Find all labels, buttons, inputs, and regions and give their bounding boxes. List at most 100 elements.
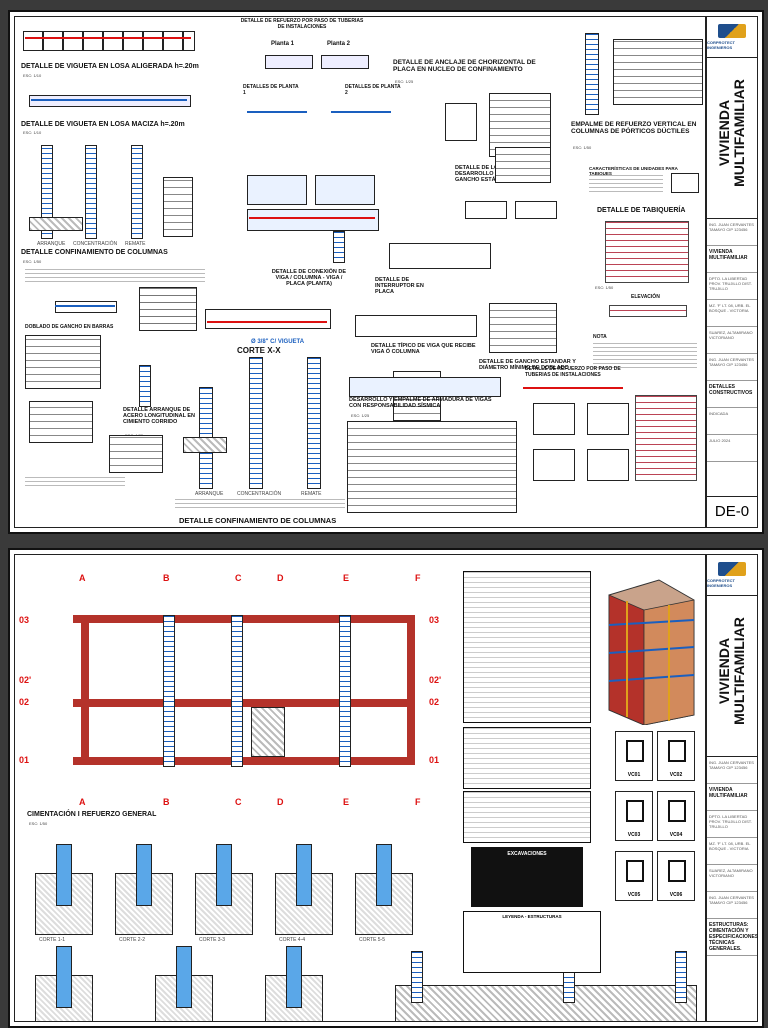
- tb-date: JULIO 2024: [707, 435, 757, 462]
- title-caracteristicas: CARACTERÍSTICAS DE UNIDADES PARA TABIQUE…: [589, 166, 678, 176]
- vc03-label: VC03: [627, 832, 641, 838]
- project-title: VIVIENDA MULTIFAMILIAR: [716, 617, 747, 725]
- wall-column-1: [411, 951, 423, 1003]
- confinamiento-notes: [175, 499, 345, 511]
- vc01-label: VC01: [627, 772, 641, 778]
- column-concentracion-2: [249, 357, 263, 489]
- arranque-column: [139, 365, 151, 407]
- sismica-beam-drawing: [349, 377, 501, 397]
- longitud-table: [495, 147, 551, 183]
- axis-label-01: 01: [19, 755, 30, 765]
- scale-label: ESC: 1/50: [29, 821, 48, 826]
- vc02-section: VC02: [657, 731, 695, 781]
- corte-label-5: CORTE 5-5: [359, 937, 386, 943]
- mesh-drawing: [139, 287, 197, 331]
- vc-stirrup: [668, 740, 686, 762]
- building-3d-svg: [608, 579, 695, 726]
- tb-project-name: VIVIENDA MULTIFAMILIAR: [709, 787, 748, 799]
- empalme-column: [585, 33, 599, 115]
- tb-engineer: ING. JUAN CERVANTES TAMAYO CIP 123456: [707, 219, 757, 246]
- tb-project-name: VIVIENDA MULTIFAMILIAR: [709, 249, 748, 261]
- foundation-beam-top: [73, 615, 413, 623]
- viga-tipico-drawing: [355, 315, 477, 337]
- scale-label: ESC: 1/25: [351, 413, 370, 418]
- brick-unit-drawing: [671, 173, 699, 193]
- footing-stem: [376, 844, 392, 906]
- column-remate-2: [307, 357, 321, 489]
- title-block: CORPROTECT INGENIEROS VIVIENDA MULTIFAMI…: [706, 16, 758, 528]
- scale-label: ESC: 1/10: [23, 73, 42, 78]
- paso-drawing-4: [587, 449, 629, 481]
- planta-2-drawing: [321, 55, 369, 69]
- rebar-line: [249, 217, 375, 219]
- desarrollo-table: [347, 421, 517, 513]
- corte-label-2: CORTE 2-2: [119, 937, 146, 943]
- axis-label-02: 02: [19, 697, 30, 707]
- corte-1-1: [35, 844, 93, 935]
- foundation-beam-bottom: [73, 757, 413, 765]
- axis-label-e-bottom: E: [343, 797, 350, 807]
- footing-stem: [56, 946, 72, 1008]
- company-name: CORPROTECT INGENIEROS: [707, 40, 735, 50]
- foundation-beam-left: [81, 615, 89, 765]
- conexion-drawing-3: [247, 209, 379, 231]
- axis-label-02p-right: 02': [429, 675, 442, 685]
- vc01-section: VC01: [615, 731, 653, 781]
- column-concentracion: [85, 145, 97, 239]
- wall-foundation-long: [395, 985, 697, 1021]
- axis-label-b: B: [163, 573, 170, 583]
- corte-6-6: [35, 946, 93, 1021]
- title-refuerzo-tuberias: DETALLE DE REFUERZO POR PASO DE TUBERIAS…: [240, 18, 364, 30]
- paso-drawing-3: [533, 449, 575, 481]
- anclaje-table: [489, 93, 551, 157]
- scale-label: ESC: 1/10: [23, 130, 42, 135]
- company-logo: CORPROTECT INGENIEROS: [707, 555, 757, 596]
- paso-drawing-1: [533, 403, 575, 435]
- rebar-line: [247, 111, 307, 113]
- gancho-drawing-1: [465, 201, 507, 219]
- specs-panel: [463, 571, 591, 723]
- corte-3-3: [195, 844, 253, 935]
- axis-label-c-bottom: C: [235, 797, 242, 807]
- caracteristicas-text: [589, 175, 663, 195]
- corte-5-5: [355, 844, 413, 935]
- scale-label: ESC: 1/50: [595, 285, 614, 290]
- title-gancho-barras: DOBLADO DE GANCHO EN BARRAS: [25, 324, 114, 330]
- planta-1-drawing: [265, 55, 313, 69]
- nota-text: [593, 343, 697, 371]
- column-remate: [131, 145, 143, 239]
- notes-text: [25, 269, 205, 285]
- tb-scale: INDICADA: [707, 408, 757, 435]
- label-nota: NOTA: [593, 334, 607, 340]
- axis-label-a-bottom: A: [79, 797, 86, 807]
- axis-label-e: E: [343, 573, 350, 583]
- rebar-line: [331, 111, 391, 113]
- excavaciones-title: EXCAVACIONES: [507, 851, 547, 857]
- drawing-area: A B C D E F A B C D E F 03 02' 02 01 03 …: [14, 554, 706, 1022]
- column-arranque: [41, 145, 53, 239]
- tb-location: DPTO. LA LIBERTAD PROV. TRUJILLO DIST. T…: [707, 273, 757, 300]
- tb-owner: SUAREZ, ALTAMIRANO VICTORIANO: [707, 865, 757, 892]
- scale-label: ESC: 1/25: [395, 79, 414, 84]
- vc-stirrup: [626, 800, 644, 822]
- leyenda-panel: LEYENDA - ESTRUCTURAS: [463, 911, 601, 973]
- tb-content-name: ESTRUCTURAS: CIMENTACIÓN Y ESPECIFICACIO…: [709, 922, 759, 952]
- title-cimentacion: CIMENTACIÓN I REFUERZO GENERAL: [27, 811, 157, 818]
- anchor-table: [29, 401, 93, 443]
- logo-mark: [718, 24, 746, 38]
- footing-stem: [176, 946, 192, 1008]
- corte-label-3: CORTE 3-3: [199, 937, 226, 943]
- title-detalles-planta-1: DETALLES DE PLANTA 1: [243, 84, 299, 96]
- rebar-line: [55, 305, 115, 307]
- vc05-section: VC05: [615, 851, 653, 901]
- interruptor-drawing: [389, 243, 491, 269]
- tb-engineer: ING. JUAN CERVANTES TAMAYO CIP 123456: [707, 757, 757, 784]
- rebar-line: [523, 387, 623, 389]
- drawing-sheet-1: DETALLE DE VIGUETA EN LOSA ALIGERADA h=.…: [8, 10, 764, 534]
- company-name: CORPROTECT INGENIEROS: [707, 578, 735, 588]
- title-tipico-viga: DETALLE TÍPICO DE VIGA QUE RECIBE VIGA Ó…: [371, 343, 476, 356]
- column-e: [339, 615, 351, 767]
- tb-content: DETALLES CONSTRUCTIVOS: [707, 381, 757, 408]
- scale-label: ESC: 1/50: [573, 145, 592, 150]
- label-planta-1: Planta 1: [271, 41, 295, 47]
